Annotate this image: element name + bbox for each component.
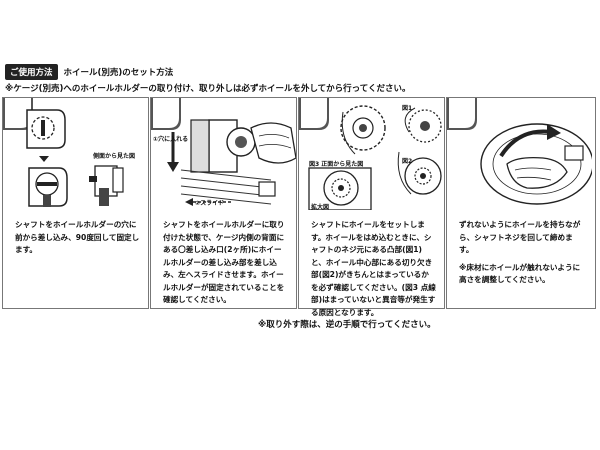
step-1-panel: 側面から見た図 1 シャフトをホイールホルダーの穴に前から差し込み、90度回して… — [2, 97, 149, 309]
removal-note: ※取り外す際は、逆の手順で行ってください。 — [258, 320, 436, 330]
step-2-panel: ①穴に入れる ②スライド 2 シャフトをホイールホルダーに取り付けた状態で、ケー… — [150, 97, 297, 309]
step-1-text: シャフトをホイールホルダーの穴に前から差し込み、90度回して固定します。 — [15, 219, 140, 262]
enlarged-view-label: 拡大図 — [311, 204, 330, 210]
section-title: ホイール(別売)のセット方法 — [63, 67, 174, 78]
usage-badge: ご使用方法 — [5, 63, 58, 80]
insert-hole-label: ①穴に入れる — [153, 136, 189, 143]
step-2-number-badge: 2 — [156, 102, 168, 127]
step-3-panel: 図3 正面から見た図 拡大図 図1 図2 3 シャフトにホイールをセットします。… — [298, 97, 445, 317]
step-1-number-badge: 1 — [8, 102, 20, 127]
caution-note: ※ケージ(別売)へのホイールホルダーの取り付け、取り外しは必ずホイールを外してか… — [5, 84, 411, 94]
step-2-number: 2 — [156, 102, 168, 127]
step-4-number: 4 — [452, 102, 465, 127]
step-1-number: 1 — [8, 102, 20, 127]
step-3-text: シャフトにホイールをセットします。ホイールをはめ込むときに、シャフトのネジ元にあ… — [311, 219, 436, 324]
step-3-number: 3 — [304, 102, 316, 127]
step-4-caution: ※床材にホイールが触れないように高さを調整してください。 — [459, 262, 581, 285]
fig2-label: 図2 — [402, 158, 413, 165]
side-view-label: 側面から見た図 — [93, 153, 136, 160]
step-4-number-badge: 4 — [452, 102, 465, 127]
step-1-paragraph: シャフトをホイールホルダーの穴に前から差し込み、90度回して固定します。 — [15, 220, 140, 254]
step-2-text: シャフトをホイールホルダーに取り付けた状態で、ケージ内側の背面にある〇差し込み口… — [163, 219, 288, 312]
section-header: ご使用方法 ホイール(別売)のセット方法 — [5, 63, 174, 80]
step-3-number-badge: 3 — [304, 102, 316, 127]
step-4-illustration — [447, 98, 592, 210]
step-3-illustration: 図3 正面から見た図 拡大図 図1 図2 — [299, 98, 444, 210]
step-1-illustration: 側面から見た図 — [3, 98, 148, 210]
step-2-illustration: ①穴に入れる ②スライド — [151, 98, 296, 210]
step-4-panel: 4 ずれないようにホイールを持ちながら、シャフトネジを回して締めます。 ※床材に… — [446, 97, 596, 309]
fig1-label: 図1 — [402, 105, 413, 112]
step-3-paragraph: シャフトにホイールをセットします。ホイールをはめ込むときに、シャフトのネジ元にあ… — [311, 220, 436, 317]
step-4-text: ずれないようにホイールを持ちながら、シャフトネジを回して締めます。 ※床材にホイ… — [459, 219, 584, 292]
step-4-paragraph: ずれないようにホイールを持ちながら、シャフトネジを回して締めます。 — [459, 220, 581, 254]
fig3-front-view-label: 図3 正面から見た図 — [309, 161, 364, 168]
step-2-paragraph: シャフトをホイールホルダーに取り付けた状態で、ケージ内側の背面にある〇差し込み口… — [163, 220, 285, 304]
slide-label: ②スライド — [195, 200, 225, 207]
